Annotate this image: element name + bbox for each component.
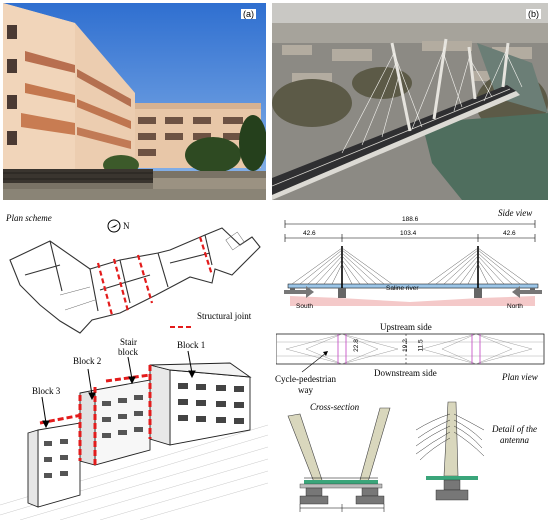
panel-a-tag: (a) — [241, 9, 256, 19]
north-side-label: North — [507, 303, 523, 310]
plan-dim-1: 22.8 — [352, 339, 360, 352]
panel-b-tag: (b) — [526, 9, 541, 19]
block2-label: Block 2 — [73, 356, 102, 366]
cycle-pointer — [300, 350, 330, 374]
joint-legend-label: Structural joint — [197, 311, 252, 321]
stair-block-label: block — [118, 347, 138, 357]
plan-dim-3: 11.5 — [417, 339, 425, 352]
plan-view-title: Plan view — [502, 372, 538, 382]
upstream-label: Upstream side — [380, 322, 432, 332]
side-total-dim: 188.6 — [402, 216, 419, 223]
plan-view-drawing — [275, 332, 546, 368]
side-span-left: 42.6 — [303, 230, 316, 237]
compass-icon — [107, 219, 121, 233]
plan-dim-2: 19.2 — [401, 339, 409, 352]
cross-section-title: Cross-section — [310, 402, 360, 412]
side-view-drawing — [280, 218, 546, 308]
joint-legend-line — [170, 316, 192, 328]
photo-bridge: (b) — [271, 3, 548, 200]
cycle-label-2: way — [298, 385, 313, 395]
plan-scheme-title: Plan scheme — [6, 213, 52, 223]
block3-label: Block 3 — [32, 386, 61, 396]
downstream-label: Downstream side — [374, 368, 437, 378]
antenna-title-1: Detail of the — [492, 424, 537, 434]
north-label: N — [123, 221, 130, 231]
stair-label: Stair — [120, 337, 137, 347]
south-label: South — [296, 303, 313, 310]
side-view-title: Side view — [498, 208, 533, 218]
side-span-right: 42.6 — [503, 230, 516, 237]
building-axonometric — [0, 335, 269, 521]
block1-label: Block 1 — [177, 340, 206, 350]
antenna-drawing — [410, 398, 490, 516]
photo-building: (a) — [3, 3, 267, 200]
cross-section-drawing — [280, 398, 400, 516]
cycle-label-1: Cycle-pedestrian — [275, 374, 336, 384]
river-label: Saline river — [386, 285, 419, 292]
plan-scheme-drawing — [0, 215, 268, 335]
side-span-mid: 103.4 — [400, 230, 417, 237]
antenna-title-2: antenna — [500, 435, 529, 445]
